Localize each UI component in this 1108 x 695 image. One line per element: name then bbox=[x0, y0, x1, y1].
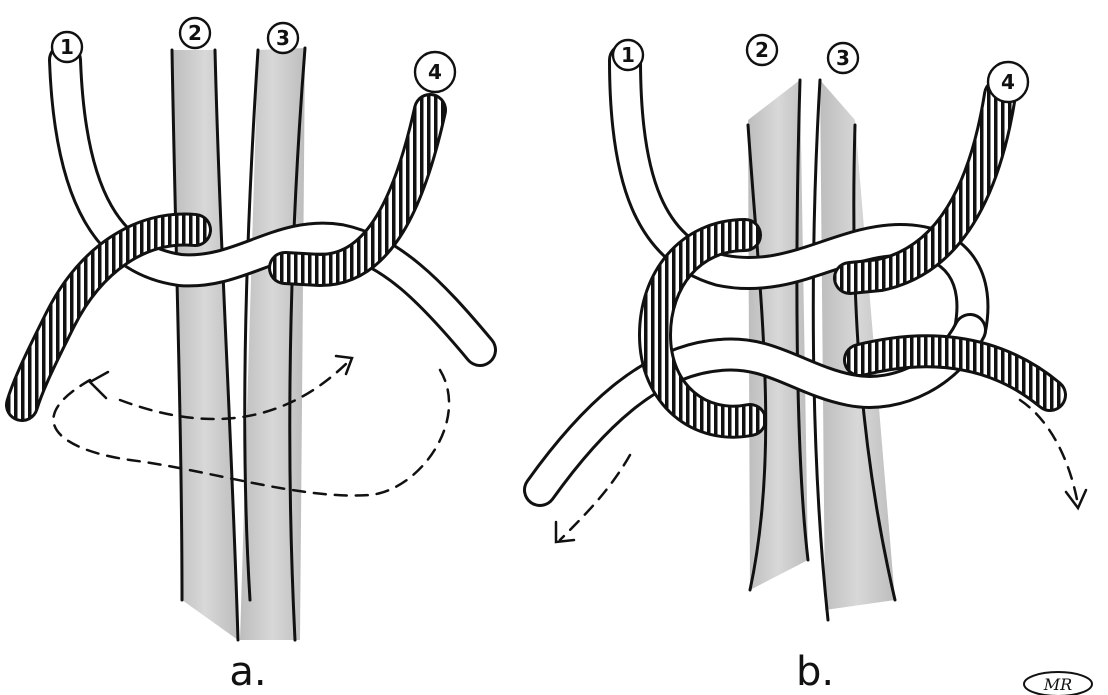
arrow-head-a-1 bbox=[90, 372, 108, 398]
svg-text:4: 4 bbox=[428, 60, 442, 84]
svg-text:3: 3 bbox=[836, 46, 850, 70]
strand-label-2-a: 2 bbox=[180, 18, 210, 48]
strand-label-4-a: 4 bbox=[415, 52, 455, 92]
arrow-head-b-left bbox=[556, 522, 574, 542]
core-cord-3-a bbox=[240, 48, 305, 640]
svg-text:3: 3 bbox=[276, 26, 290, 50]
svg-text:1: 1 bbox=[621, 43, 635, 67]
core-cord-2-a bbox=[172, 50, 238, 640]
panel-letter-a: a. bbox=[229, 649, 266, 695]
strand-label-2-b: 2 bbox=[747, 35, 777, 65]
panel-letter-b: b. bbox=[796, 649, 834, 695]
panel-b: 1 2 3 4 b. bbox=[540, 35, 1086, 695]
movement-arrow-a-2 bbox=[120, 360, 350, 419]
strand-label-1-b: 1 bbox=[613, 40, 643, 70]
strand-label-1-a: 1 bbox=[52, 32, 82, 62]
svg-text:2: 2 bbox=[755, 38, 769, 62]
strand-label-3-a: 3 bbox=[268, 23, 298, 53]
svg-text:1: 1 bbox=[60, 35, 74, 59]
svg-text:4: 4 bbox=[1001, 70, 1015, 94]
svg-text:MR: MR bbox=[1043, 675, 1072, 694]
core-cord-2-b bbox=[748, 80, 808, 590]
strand-label-3-b: 3 bbox=[828, 43, 858, 73]
svg-text:2: 2 bbox=[188, 21, 202, 45]
pull-arrow-b-right bbox=[1020, 400, 1078, 505]
panel-a: 1 2 3 4 a. bbox=[22, 18, 480, 695]
artist-signature: MR bbox=[1024, 672, 1092, 695]
strand-label-4-b: 4 bbox=[988, 62, 1028, 102]
